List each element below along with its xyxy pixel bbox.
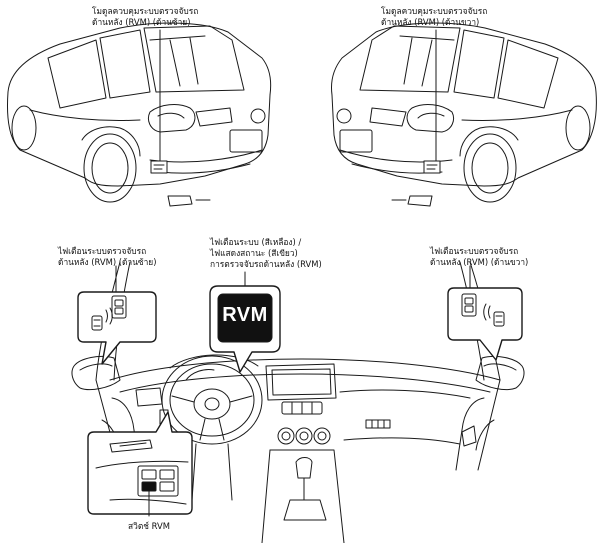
label-rear-module-right: โมดูลควบคุมระบบตรวจจับรถ ด้านหลัง (RVM) … [381, 6, 487, 28]
callout-rvm-switch [88, 412, 192, 514]
label-warning-left: ไฟเตือนระบบตรวจจับรถ ด้านหลัง (RVM) (ด้า… [58, 246, 156, 268]
car-rear-right-view [331, 23, 596, 206]
callout-left-warning-light [78, 292, 156, 364]
label-system-warning: ไฟเตือนระบบ (สีเหลือง) / ไฟแสดงสถานะ (สี… [210, 237, 322, 270]
rvm-indicator-text: RVM [218, 304, 272, 327]
label-rvm-switch: สวิตช์ RVM [128, 521, 170, 532]
label-warning-right: ไฟเตือนระบบตรวจจับรถ ด้านหลัง (RVM) (ด้า… [430, 246, 528, 268]
car-rear-left-view [8, 23, 271, 206]
label-rear-module-left: โมดูลควบคุมระบบตรวจจับรถ ด้านหลัง (RVM) … [92, 6, 198, 28]
callout-right-warning-light [448, 288, 522, 360]
